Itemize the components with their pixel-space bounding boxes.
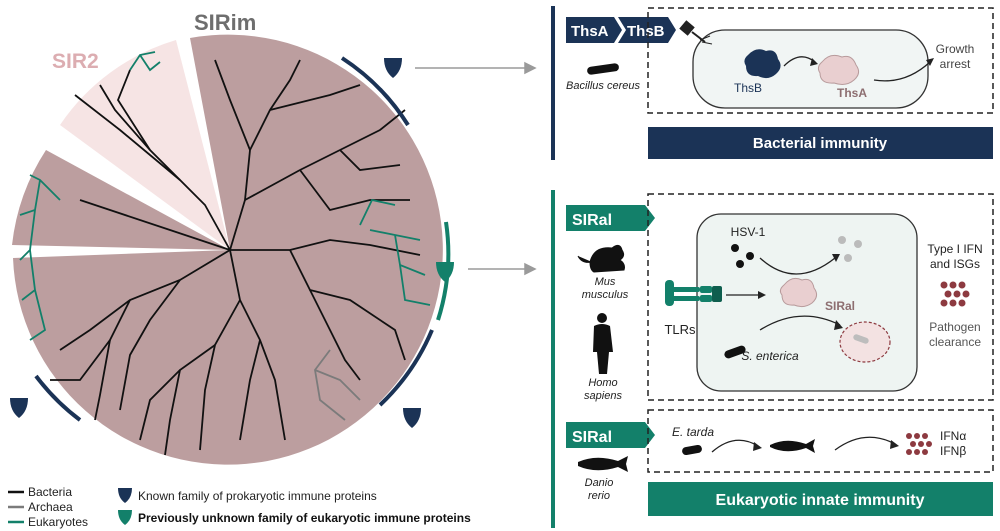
sirim-sector	[13, 34, 443, 465]
sirim-sector-left	[12, 150, 230, 250]
ifn-beta-label: IFNβ	[940, 444, 966, 458]
sirim-label: SIRim	[194, 10, 256, 35]
thsa-protein-icon	[817, 54, 860, 85]
arc-known-right	[378, 329, 434, 407]
bacterial-panel: ThsA ThsB Bacillus cereus ThsB ThsA Grow…	[551, 6, 994, 160]
fish-line2: rerio	[588, 490, 610, 502]
arrow-icon	[890, 440, 899, 449]
arrow-icon	[415, 61, 537, 276]
human-line2: sapiens	[584, 390, 622, 402]
shield-icon	[403, 408, 421, 428]
mouse-line2: musculus	[582, 289, 629, 301]
phylogenetic-tree: SIRim SIR2	[10, 10, 454, 465]
mouse-line1: Mus	[595, 276, 616, 288]
thsb-label: ThsB	[734, 81, 762, 95]
gene-thsa-arrow	[566, 17, 622, 43]
legend-known-family: Known family of prokaryotic immune prote…	[138, 489, 377, 503]
human-icon	[593, 313, 613, 374]
thsb-protein-icon	[744, 49, 781, 79]
eukaryotic-immunity-title: Eukaryotic innate immunity	[716, 492, 925, 509]
fish-line1: Danio	[585, 477, 614, 489]
bacterial-dashed-box	[647, 7, 994, 114]
tree-branches-eukaryotes	[19, 51, 431, 341]
ifn-alpha-label: IFNα	[940, 429, 966, 443]
gene-thsb-arrow	[618, 17, 676, 43]
legend-bacteria: Bacteria	[28, 485, 72, 499]
tree-branches-bacteria	[50, 59, 421, 456]
fish-icon	[578, 456, 628, 472]
bacillus-icon	[587, 63, 619, 75]
receptor-icon	[665, 280, 722, 306]
clearance-line2: clearance	[929, 335, 981, 349]
bacterial-cell	[692, 29, 929, 109]
growth-arrest-line1: Growth	[936, 42, 975, 56]
sir2-label: SIR2	[52, 50, 99, 73]
gene-siral-top-label: SIRal	[572, 212, 612, 229]
gene-thsa-label: ThsA	[571, 23, 609, 40]
arrow-icon	[758, 291, 766, 299]
tlrs-label: TLRs	[664, 322, 696, 337]
gene-siral-arrow-top	[566, 205, 655, 231]
arrow-icon	[711, 439, 759, 453]
organism-bacillus-line1: Bacillus cereus	[566, 80, 640, 92]
mouse-icon	[577, 244, 625, 273]
bacterium-icon	[682, 444, 702, 456]
eukaryotic-dashed-box-bottom	[647, 409, 994, 473]
gene-siral-bottom-label: SIRal	[572, 429, 612, 446]
arrow-icon	[832, 254, 840, 262]
legend-unknown-family: Previously unknown family of eukaryotic …	[138, 511, 471, 525]
gene-siral-arrow-bottom	[566, 422, 655, 448]
growth-arrest-line2: arrest	[940, 57, 971, 71]
arc-known-left	[34, 374, 82, 422]
bacterial-immunity-banner	[648, 127, 993, 159]
bacterium-icon	[724, 345, 746, 359]
e-tarda-label: E. tarda	[672, 425, 714, 439]
legend-eukaryotes: Eukaryotes	[28, 515, 88, 529]
phage-icon	[679, 20, 713, 45]
arrow-icon	[810, 58, 818, 66]
gene-thsb-label: ThsB	[627, 23, 665, 40]
virus-icon	[838, 236, 862, 262]
siral-protein-label: SIRal	[825, 299, 855, 313]
ifn-line2: and ISGs	[930, 257, 980, 271]
eukaryotic-panel: SIRal SIRal Mus musculus Homo sapiens Da…	[551, 190, 994, 528]
shield-icon	[10, 398, 28, 418]
eukaryotic-dashed-box-top	[647, 193, 994, 401]
arc-known-top	[340, 56, 410, 127]
siral-protein-icon	[779, 277, 818, 308]
human-line1: Homo	[588, 377, 617, 389]
bacterial-immunity-title: Bacterial immunity	[753, 135, 888, 152]
virus-icon	[731, 244, 754, 268]
arrow-icon	[834, 320, 843, 330]
legend-archaea: Archaea	[28, 500, 73, 514]
thsa-label: ThsA	[837, 86, 867, 100]
eukaryotic-immunity-banner	[648, 482, 993, 516]
arrow-icon	[834, 436, 896, 451]
s-enterica-label: S. enterica	[741, 349, 799, 363]
hsv-label: HSV-1	[731, 225, 766, 239]
shield-icon	[118, 510, 132, 525]
degraded-bacterium-icon	[853, 334, 869, 344]
arrow-icon	[753, 442, 762, 451]
fish-icon	[770, 439, 815, 453]
shield-icon	[118, 488, 132, 503]
clearance-line1: Pathogen	[929, 320, 980, 334]
arrow-icon	[926, 58, 934, 66]
shield-icon	[436, 262, 454, 282]
tree-branches-archaea	[314, 349, 361, 421]
legend: Bacteria Archaea Eukaryotes Known family…	[8, 485, 471, 529]
cytokine-dots	[906, 433, 932, 455]
arrow-icon	[759, 257, 836, 275]
ifn-line1: Type I IFN	[927, 242, 982, 256]
arrow-icon	[873, 61, 931, 82]
arrow-icon	[759, 315, 841, 331]
shield-icon	[384, 58, 402, 78]
cytokine-dots	[940, 281, 970, 307]
